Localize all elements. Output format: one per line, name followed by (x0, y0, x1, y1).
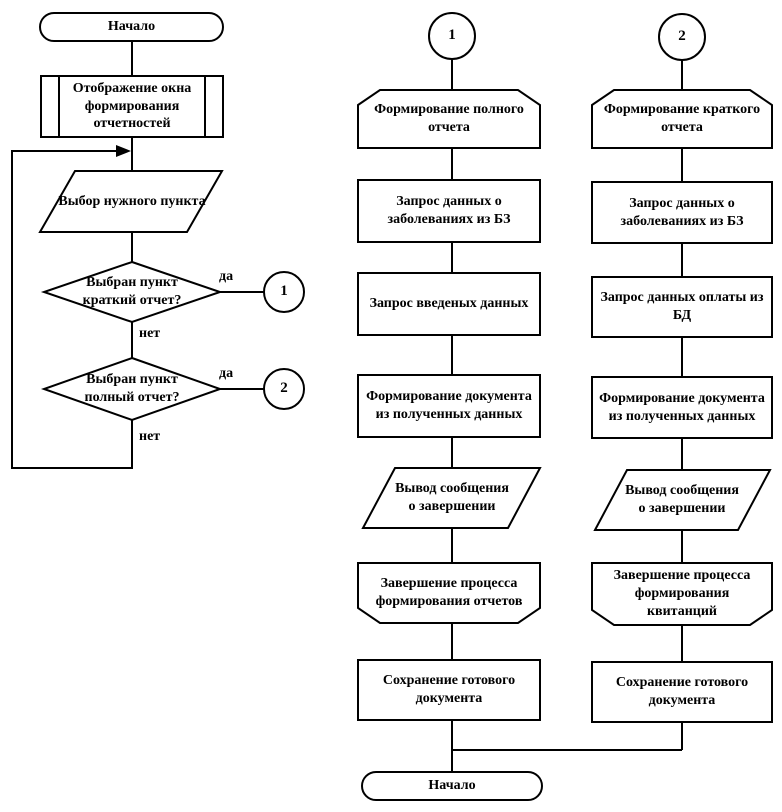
begin-full-report-label: Формирование полного отчета (374, 102, 524, 135)
offpage-ref-1 (263, 271, 305, 313)
form-document-short-label: Формирование документа из полученных дан… (599, 390, 765, 424)
terminator-start (39, 12, 224, 42)
terminator-end (361, 771, 543, 801)
request-diseases-full-label: Запрос данных о заболеваниях из БЗ (387, 194, 511, 227)
terminator-start-label: Начало (107, 19, 156, 35)
output-message-short-label: Вывод сообщения о завершении (625, 483, 739, 516)
io-output-message-full (361, 467, 542, 529)
no-label-2: нет (139, 429, 161, 444)
decision-full-report (40, 356, 224, 422)
io-select-item (38, 170, 224, 233)
output-message-full-label: Вывод сообщения о завершении (395, 481, 509, 514)
process-save-document-full (357, 659, 541, 721)
loop-back-line (11, 150, 133, 469)
save-document-short-label: Сохранение готового документа (615, 675, 749, 708)
process-begin-full-report (357, 89, 541, 149)
connectors (11, 41, 683, 772)
form-document-full-label: Формирование документа из полученных дан… (366, 389, 532, 422)
process-form-document-full (357, 374, 541, 438)
offpage-ref-2 (263, 368, 305, 410)
process-form-document-short (591, 376, 773, 439)
offpage-ref-2-target-label: 2 (678, 28, 686, 45)
offpage-ref-2-target (658, 13, 706, 61)
process-request-diseases-full (357, 179, 541, 243)
display-window-label: Отображение окна формирования отчетносте… (72, 80, 192, 132)
predefined-process-display-window (40, 75, 224, 138)
request-payment-label: Запрос данных оплаты из БД (600, 290, 764, 323)
process-finish-reports (357, 562, 541, 624)
save-document-full-label: Сохранение готового документа (382, 673, 516, 706)
begin-short-report-label: Формирование краткого отчета (603, 102, 761, 135)
offpage-ref-2-label: 2 (280, 380, 288, 397)
no-label-1: нет (139, 326, 161, 341)
terminator-end-label: Начало (428, 778, 476, 794)
decision-short-label: Выбран пункт краткий отчет? (82, 275, 182, 308)
request-entered-data-label: Запрос введеных данных (369, 296, 529, 312)
process-finish-receipts (591, 562, 773, 626)
io-output-message-short (593, 469, 772, 531)
offpage-ref-1-target-label: 1 (448, 27, 456, 44)
finish-receipts-label: Завершение процесса формирования квитанц… (613, 568, 751, 619)
offpage-ref-1-target (428, 12, 476, 60)
merge-arrowhead-icon (116, 145, 131, 157)
decision-short-report (40, 260, 224, 324)
finish-reports-label: Завершение процесса формирования отчетов (375, 576, 523, 609)
select-item-label: Выбор нужного пункта (58, 193, 206, 209)
process-save-document-short (591, 661, 773, 723)
yes-label-2: да (219, 366, 234, 381)
offpage-ref-1-label: 1 (280, 283, 288, 300)
process-request-payment (591, 276, 773, 338)
request-diseases-short-label: Запрос данных о заболеваниях из БЗ (620, 195, 744, 229)
process-request-diseases-short (591, 181, 773, 244)
yes-label-1: да (219, 269, 234, 284)
node-shapes (38, 12, 773, 801)
process-request-entered-data (357, 272, 541, 336)
process-begin-short-report (591, 89, 773, 149)
decision-full-label: Выбран пункт полный отчет? (84, 372, 180, 405)
